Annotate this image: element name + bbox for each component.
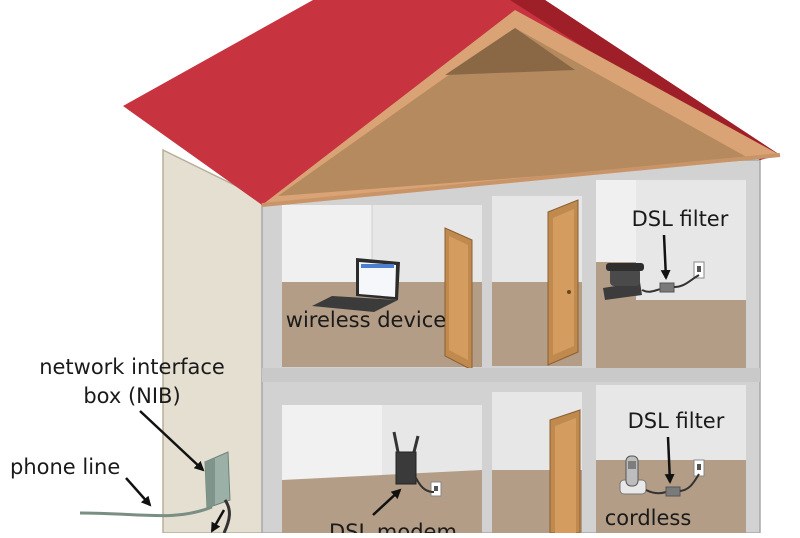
cordless-label: cordless: [605, 506, 692, 530]
phone-line: [79, 505, 213, 518]
room-upper-middle: [492, 196, 582, 366]
nib-label-line1: network interface: [39, 355, 225, 379]
wireless-device-label: wireless device: [286, 308, 446, 332]
router-icon: [392, 431, 420, 485]
room-lower-left: [282, 405, 482, 533]
door: [444, 227, 473, 371]
wall-jack-icon: [693, 459, 705, 477]
phone-line-label: phone line: [10, 455, 120, 479]
dsl-filter-label-upper: DSL filter: [632, 207, 729, 231]
roof: [123, 0, 781, 207]
wall-jack-icon: [430, 481, 442, 497]
room-lower-right: [596, 385, 746, 533]
door: [549, 409, 581, 534]
laptop-icon: [312, 258, 400, 312]
room-lower-middle: [492, 392, 582, 534]
nib-label-line2: box (NIB): [83, 384, 180, 408]
dsl-filter-icon: [665, 486, 681, 497]
dsl-modem-label: DSL modem: [329, 520, 457, 533]
nib-box-icon: [204, 451, 231, 509]
dsl-filter-label-lower: DSL filter: [628, 409, 725, 433]
dsl-filter-icon: [659, 282, 675, 293]
cordless-phone-icon: [619, 455, 647, 495]
door: [547, 199, 579, 366]
leader-arrows: [125, 234, 675, 533]
room-upper-right: [596, 180, 746, 368]
telephone-icon: [603, 263, 644, 300]
wall-jack-icon: [693, 261, 705, 279]
